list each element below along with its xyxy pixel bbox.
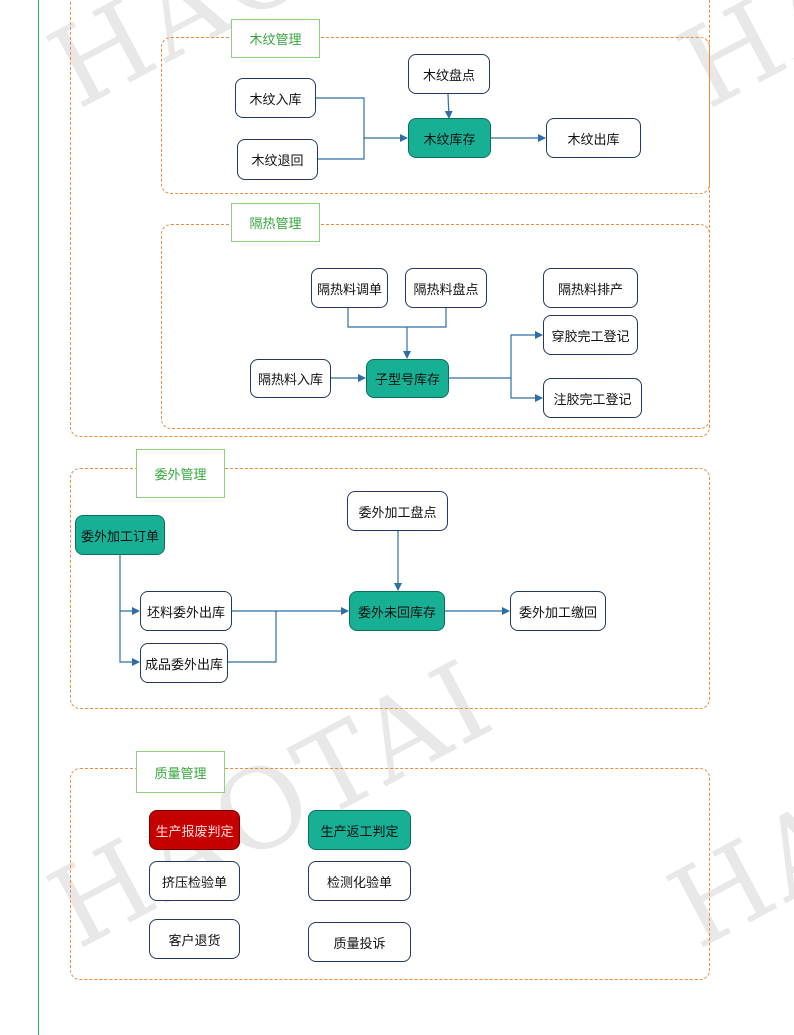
group-wood-title: 木纹管理: [231, 19, 320, 58]
node-heat-count[interactable]: 隔热料盘点: [405, 268, 487, 308]
node-outsource-count[interactable]: 委外加工盘点: [347, 491, 448, 531]
node-heat-injection[interactable]: 注胶完工登记: [543, 378, 642, 418]
node-quality-scrap[interactable]: 生产报废判定: [149, 810, 240, 850]
edge-heat-branch-threading: [510, 331, 543, 378]
node-quality-chem[interactable]: 检测化验单: [308, 861, 411, 901]
node-wood-stock[interactable]: 木纹库存: [408, 118, 491, 158]
node-wood-count[interactable]: 木纹盘点: [408, 54, 490, 94]
group-outsource-title: 委外管理: [136, 449, 225, 498]
node-wood-in[interactable]: 木纹入库: [235, 78, 316, 118]
node-heat-schedule[interactable]: 隔热料排产: [543, 268, 638, 308]
node-quality-customer[interactable]: 客户退货: [149, 919, 240, 959]
node-outsource-finished-out[interactable]: 成品委外出库: [140, 643, 228, 683]
edge-outsource-order-to-finished: [119, 611, 140, 666]
group-wood: [161, 37, 710, 194]
group-heat: [161, 224, 710, 429]
edge-outsource-finished-to-stock: [228, 611, 277, 663]
edge-outsource-order-to-blank: [119, 555, 140, 615]
node-outsource-order[interactable]: 委外加工订单: [75, 515, 165, 555]
group-outsource: [70, 468, 710, 709]
node-wood-return[interactable]: 木纹退回: [237, 139, 318, 180]
left-margin-line: [38, 0, 39, 1035]
node-quality-extrusion[interactable]: 挤压检验单: [149, 861, 240, 901]
node-heat-adjust[interactable]: 隔热料调单: [311, 268, 388, 308]
node-heat-stock[interactable]: 子型号库存: [366, 359, 449, 398]
node-quality-rework[interactable]: 生产返工判定: [308, 810, 411, 850]
node-heat-threading[interactable]: 穿胶完工登记: [543, 315, 638, 355]
group-heat-title: 隔热管理: [231, 203, 320, 242]
node-outsource-return[interactable]: 委外加工缴回: [510, 591, 606, 631]
edge-wood-count-to-stock: [444, 93, 453, 119]
edge-wood-in-to-stock: [316, 97, 408, 142]
node-wood-out[interactable]: 木纹出库: [546, 118, 641, 158]
group-quality-title: 质量管理: [136, 751, 225, 793]
edge-wood-return-to-stock: [318, 138, 365, 160]
node-quality-complaint[interactable]: 质量投诉: [308, 922, 411, 962]
node-outsource-stock[interactable]: 委外未回库存: [349, 591, 445, 631]
node-outsource-blank-out[interactable]: 坯料委外出库: [140, 591, 232, 631]
node-heat-in[interactable]: 隔热料入库: [250, 359, 331, 398]
group-outer-top: [70, 0, 710, 437]
group-quality: [70, 768, 710, 980]
edge-heat-branch-injection: [510, 378, 543, 402]
edge-heat-adjust-to-stock: [347, 308, 447, 328]
